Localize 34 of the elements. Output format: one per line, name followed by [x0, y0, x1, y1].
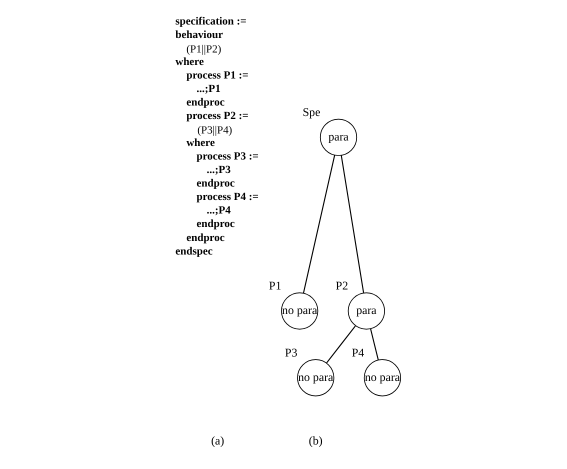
label: endspec [174, 245, 212, 258]
connector [302, 155, 335, 294]
label: (b) [308, 434, 322, 448]
node-circle: para [347, 292, 384, 330]
label: behaviour [174, 28, 222, 41]
node-label: Spe [302, 104, 320, 119]
label: process P1 := [186, 70, 248, 82]
node-label: P3 [284, 345, 297, 360]
connector [326, 326, 356, 364]
connector [370, 328, 378, 360]
label: ...;P1 [196, 83, 220, 96]
label: ...;P4 [206, 204, 230, 217]
node-circle: no para [280, 292, 318, 330]
label: process P3 := [196, 150, 258, 163]
label: (a) [210, 434, 224, 448]
label: (P3||P4) [196, 124, 232, 136]
label: where [174, 56, 204, 68]
node-circle: no para [363, 359, 401, 396]
label: endproc [186, 96, 224, 109]
node-label: P1 [268, 278, 281, 293]
label: where [186, 137, 214, 150]
connector [340, 155, 364, 293]
label: specification := [174, 15, 246, 28]
node-label: P4 [351, 345, 364, 360]
label: ...;P3 [206, 164, 230, 176]
label: process P4 := [196, 191, 258, 204]
node-circle: no para [296, 359, 334, 396]
node-label: P2 [335, 278, 348, 293]
label: endproc [196, 178, 234, 190]
label: (P1||P2) [186, 43, 221, 56]
label: endproc [186, 232, 224, 244]
label: process P2 := [186, 110, 248, 122]
label: endproc [196, 218, 234, 230]
node-circle: para [319, 118, 357, 156]
